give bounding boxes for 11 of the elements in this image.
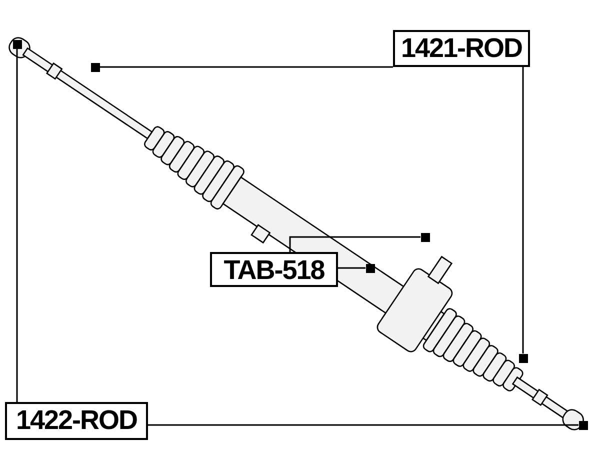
leader-line (100, 66, 393, 68)
leader-line (522, 67, 524, 354)
leader-line (16, 48, 18, 402)
part-number-label: 1421-ROD (393, 30, 530, 67)
leader-line (289, 236, 420, 252)
marker-square (90, 62, 100, 72)
part-number-label: 1422-ROD (5, 402, 148, 440)
leader-line (338, 267, 366, 269)
part-number-label: TAB-518 (210, 252, 338, 287)
marker-square (518, 354, 528, 362)
marker-square (420, 232, 430, 242)
